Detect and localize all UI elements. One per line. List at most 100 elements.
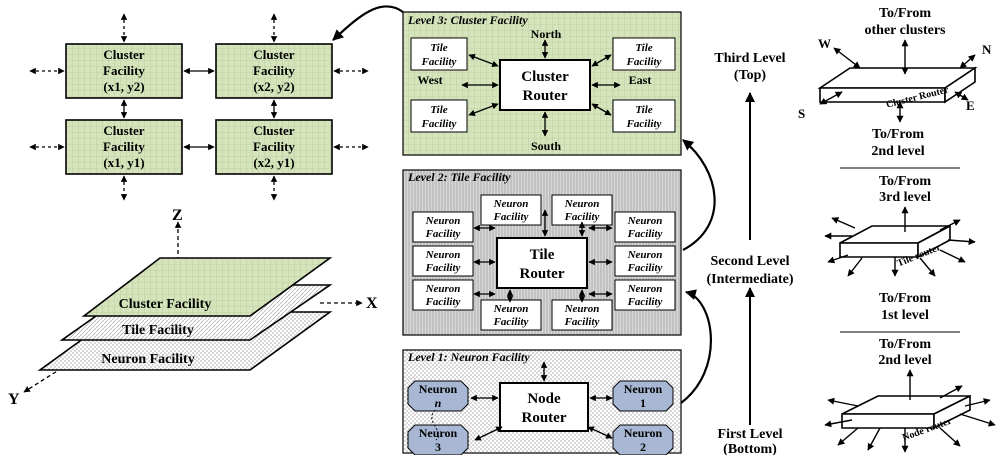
neuron-facility-label: Neuron: [493, 198, 529, 210]
cluster-router-line2: Router: [523, 88, 568, 104]
neuron-facility-label: Neuron: [627, 283, 663, 295]
level1-panel: Level 1: Neuron Facility Node Router Neu…: [402, 349, 682, 455]
cluster-cell-sub: Facility: [253, 63, 295, 78]
level1-title: Level 1: Neuron Facility: [407, 350, 530, 364]
cluster-cell-coord: (x1, y1): [103, 155, 144, 170]
y-axis-label: Y: [8, 391, 20, 408]
tile-label: Facility: [626, 56, 662, 68]
cluster-cell-coord: (x1, y2): [103, 79, 144, 94]
tile-label: Facility: [626, 118, 662, 130]
neuron-facility-label: Facility: [493, 316, 529, 328]
tile-router: [496, 237, 588, 289]
cluster-cell-x2-y1: Cluster Facility (x2, y1): [215, 119, 333, 175]
neuron-facility-label: Facility: [493, 211, 529, 223]
neuron-ellipsis-link: [431, 409, 440, 441]
dir-s: S: [798, 106, 805, 121]
neuron-facility-label: Facility: [627, 296, 663, 308]
cluster-router-top-1: To/From: [879, 6, 931, 21]
neuron-facility-label: Facility: [425, 262, 461, 274]
tile-router-top-2: 3rd level: [879, 190, 931, 205]
tile-label: Tile: [635, 42, 652, 54]
dir-n: N: [982, 42, 992, 57]
x-axis-label: X: [366, 295, 378, 312]
node-router-line1: Node: [527, 391, 561, 407]
cluster-grid: Cluster Facility (x1, y2) Cluster Facili…: [29, 5, 404, 201]
tile-label: Tile: [430, 104, 447, 116]
neuron-facility-boxes: NeuronFacilityNeuronFacilityNeuronFacili…: [412, 194, 676, 331]
cluster-cell-sub: Facility: [103, 139, 145, 154]
cluster-router-top-2: other clusters: [865, 23, 947, 38]
neuron-facility-label: Neuron: [627, 215, 663, 227]
cluster-cell-x1-y2: Cluster Facility (x1, y2): [65, 43, 183, 99]
neuron-id: 1: [640, 396, 646, 410]
tile-router-bottom-1: To/From: [879, 291, 931, 306]
cluster-cell-coord: (x2, y2): [253, 79, 294, 94]
level2-title: Level 2: Tile Facility: [407, 170, 511, 184]
neuron-facility-label: Facility: [425, 296, 461, 308]
tile-router-3d: To/From 3rd level Tile router To/From 1s…: [824, 174, 976, 323]
level3-title: Level 3: Cluster Facility: [407, 13, 528, 27]
tile-label: Facility: [421, 56, 457, 68]
cluster-cell-name: Cluster: [103, 123, 144, 138]
cluster-cell-sub: Facility: [253, 139, 295, 154]
tile-facility-se: Tile Facility: [612, 99, 676, 133]
neuron-word: Neuron: [419, 382, 458, 396]
node-router-top-1: To/From: [879, 337, 931, 352]
neuron-id: n: [435, 396, 442, 410]
neuron-id: 3: [435, 440, 441, 454]
second-level-sub: (Intermediate): [706, 272, 793, 287]
tile-label: Tile: [430, 42, 447, 54]
level2-panel: Level 2: Tile Facility Tile Router Neuro…: [402, 169, 682, 336]
north-label: North: [531, 27, 562, 41]
third-level-label: Third Level: [714, 51, 785, 66]
level1-links: [470, 361, 613, 441]
cluster-cell-name: Cluster: [253, 47, 294, 62]
first-level-label: First Level: [718, 427, 783, 442]
layer-stack: Z X Y Neuron Facility Tile Facility Clus…: [8, 207, 378, 408]
neuron-facility-label: Facility: [425, 228, 461, 240]
south-label: South: [531, 139, 561, 153]
second-level-label: Second Level: [711, 254, 790, 269]
neuron-facility-label: Facility: [564, 211, 600, 223]
level3-links: [461, 39, 621, 137]
cluster-cell-name: Cluster: [253, 123, 294, 138]
neuron-layer-label: Neuron Facility: [101, 352, 194, 367]
first-level-sub: (Bottom): [723, 442, 777, 455]
cluster-layer: [81, 257, 333, 317]
level2-links: [473, 209, 613, 303]
cluster-router-line1: Cluster: [521, 69, 569, 85]
cluster-cell-coord: (x2, y1): [253, 155, 294, 170]
dir-e: E: [966, 98, 975, 113]
cluster-cell-sub: Facility: [103, 63, 145, 78]
tile-router-top-1: To/From: [879, 174, 931, 189]
tile-label: Facility: [421, 118, 457, 130]
cluster-router-bottom-2: 2nd level: [871, 144, 924, 159]
neuron-facility-label: Neuron: [564, 303, 600, 315]
neuron-facility-label: Neuron: [564, 198, 600, 210]
tile-facility-sw: Tile Facility: [410, 99, 468, 133]
tile-label: Tile: [635, 104, 652, 116]
neuron-facility-label: Facility: [627, 262, 663, 274]
level3-panel: Level 3: Cluster Facility North South We…: [402, 11, 682, 156]
tile-router-line2: Router: [520, 266, 565, 282]
node-router-top-2: 2nd level: [878, 353, 931, 368]
tile-facility-ne: Tile Facility: [612, 37, 676, 71]
cluster-cell-x1-y1: Cluster Facility (x1, y1): [65, 119, 183, 175]
neuron-facility-label: Neuron: [493, 303, 529, 315]
neuron-facility-label: Neuron: [425, 215, 461, 227]
neuron-facility-label: Neuron: [627, 249, 663, 261]
cluster-router-3d: To/From other clusters Cluster Router W …: [798, 6, 992, 159]
neuron-word: Neuron: [624, 382, 663, 396]
